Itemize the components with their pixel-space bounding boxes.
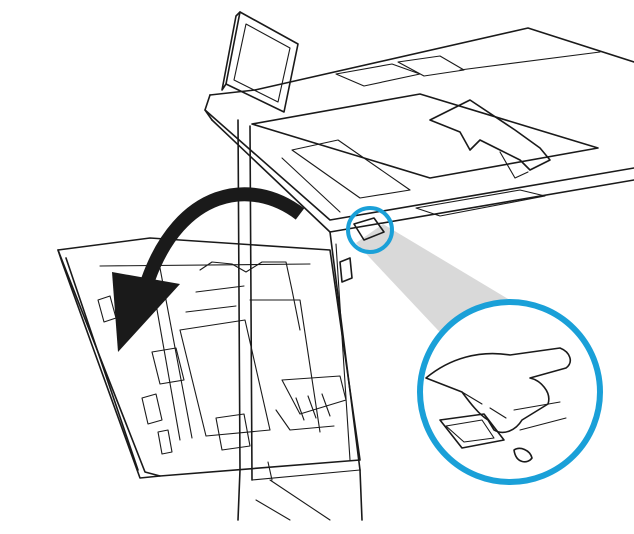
zoom-detail [417, 299, 603, 485]
hand-icon [425, 347, 572, 463]
door-release-button-icon [346, 206, 394, 254]
control-panel-icon [221, 11, 299, 113]
front-door-icon [57, 237, 361, 479]
open-direction-arrow-icon [112, 187, 305, 352]
